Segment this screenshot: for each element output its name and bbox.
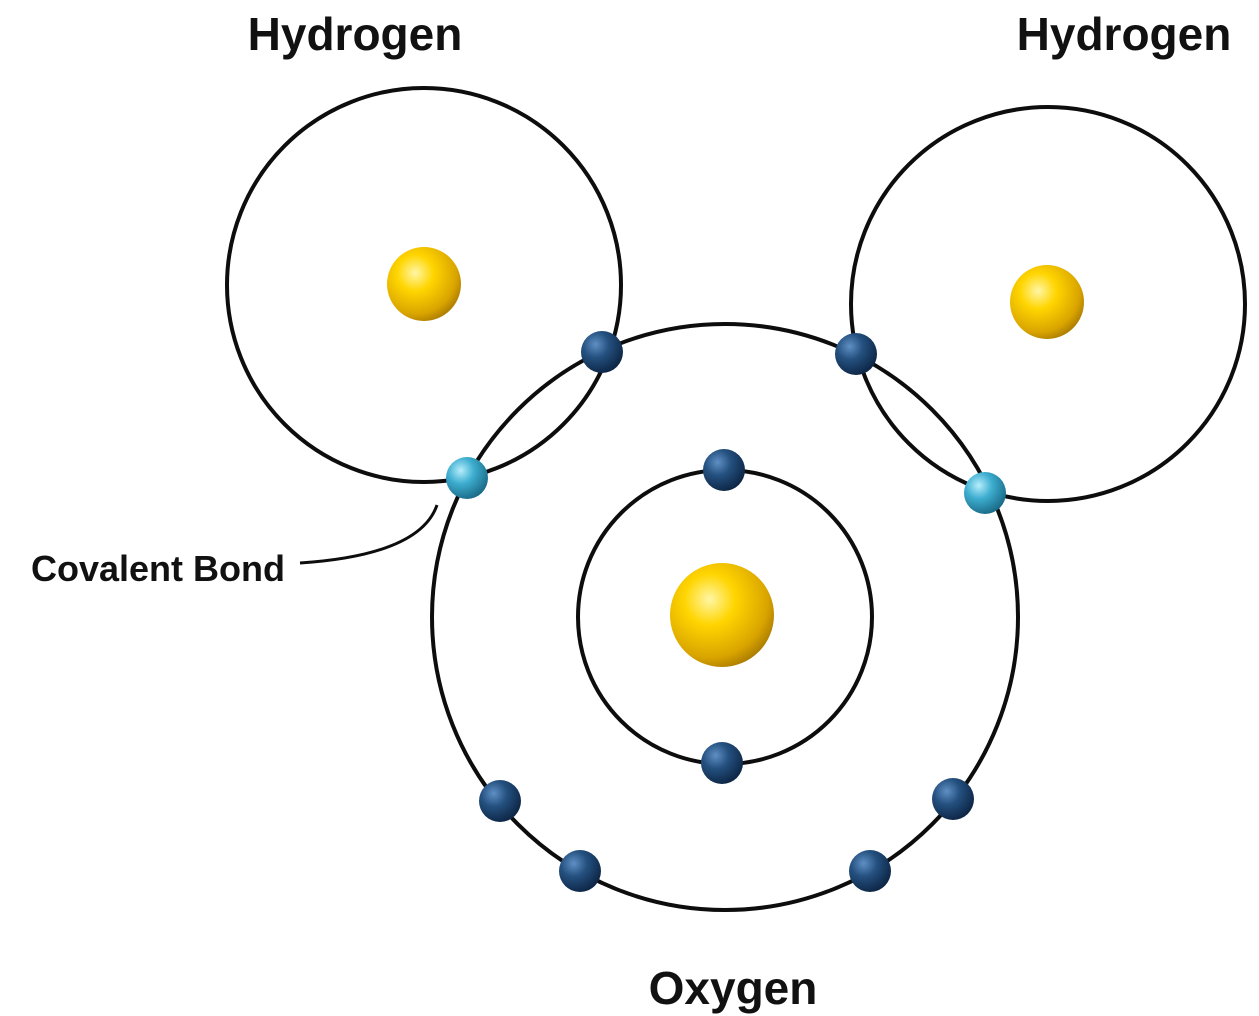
outer-electron-lower-right — [932, 778, 974, 820]
outer-electron-bottom-right — [849, 850, 891, 892]
shared-electron-left-top — [581, 331, 623, 373]
hydrogen-left-orbit — [225, 86, 623, 484]
hydrogen-right-label: Hydrogen — [1017, 8, 1232, 60]
hydrogen-right-nucleus — [1010, 265, 1084, 339]
covalent-bond-label: Covalent Bond — [31, 548, 285, 589]
oxygen-nucleus — [670, 563, 774, 667]
hydrogen-left-label: Hydrogen — [248, 8, 463, 60]
outer-electron-bottom-left — [559, 850, 601, 892]
covalent-bond-leader-line — [299, 504, 439, 565]
hydrogen-left-nucleus — [387, 247, 461, 321]
hydrogen-right-orbit — [849, 105, 1247, 503]
inner-electron-top — [703, 449, 745, 491]
outer-electron-lower-left — [479, 780, 521, 822]
shared-electron-right-top — [835, 333, 877, 375]
oxygen-label: Oxygen — [649, 962, 818, 1014]
oxygen-outer-orbit — [430, 322, 1020, 912]
inner-electron-bottom — [701, 742, 743, 784]
shared-electron-left-bottom — [446, 457, 488, 499]
shared-electron-right-bottom — [964, 472, 1006, 514]
